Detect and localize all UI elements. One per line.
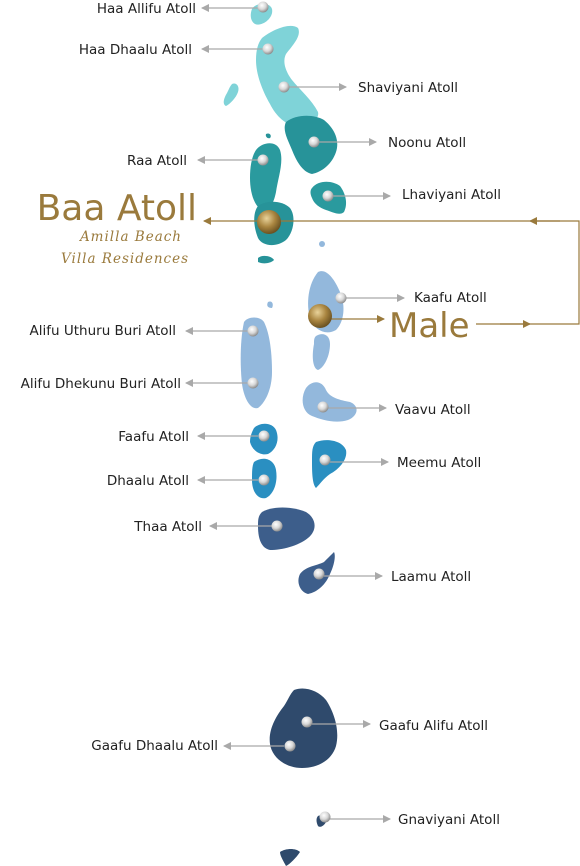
label-raa[interactable]: Raa Atoll: [127, 153, 187, 169]
label-meemu[interactable]: Meemu Atoll: [397, 455, 481, 471]
pin-male[interactable]: [308, 304, 332, 328]
pin-lhaviyani[interactable]: [322, 190, 334, 202]
islet-shape: [223, 83, 239, 106]
vaavu-shape: [302, 382, 357, 422]
pin-meemu[interactable]: [319, 454, 331, 466]
haa-dhaalu-shape: [256, 25, 319, 126]
pin-haa-dhaalu[interactable]: [262, 43, 274, 55]
label-lhaviyani[interactable]: Lhaviyani Atoll: [402, 187, 501, 203]
pin-gaafu-dhaalu[interactable]: [284, 740, 296, 752]
label-gnaviyani[interactable]: Gnaviyani Atoll: [398, 812, 500, 828]
pin-gnaviyani[interactable]: [319, 811, 331, 823]
pin-dhaalu[interactable]: [258, 474, 270, 486]
connector-arrows: [185, 4, 580, 823]
islet-shape: [319, 241, 325, 247]
label-thaa[interactable]: Thaa Atoll: [133, 519, 202, 535]
label-dhaalu[interactable]: Dhaalu Atoll: [107, 473, 189, 489]
addu-shape: [280, 849, 300, 866]
label-alifu-uthuru[interactable]: Alifu Uthuru Buri Atoll: [30, 323, 176, 339]
pin-haa-allifu[interactable]: [257, 1, 269, 13]
baa-atoll-title[interactable]: Baa Atoll: [37, 188, 197, 229]
pin-thaa[interactable]: [271, 520, 283, 532]
meemu-shape: [312, 440, 347, 488]
male-title[interactable]: Male: [389, 306, 470, 346]
highlight-labels: Baa Atoll Amilla Beach Villa Residences …: [37, 188, 470, 346]
pin-alifu-uthuru[interactable]: [247, 325, 259, 337]
label-noonu[interactable]: Noonu Atoll: [388, 135, 466, 151]
pin-gaafu-alifu[interactable]: [301, 716, 313, 728]
gaafu-shape: [269, 688, 338, 768]
pin-baa[interactable]: [257, 210, 281, 234]
pin-alifu-dhekunu[interactable]: [247, 377, 259, 389]
raa-shape: [265, 133, 271, 139]
label-gaafu-dhaalu[interactable]: Gaafu Dhaalu Atoll: [91, 738, 218, 754]
raa-shape-main: [250, 143, 282, 211]
label-haa-allifu[interactable]: Haa Allifu Atoll: [97, 1, 196, 17]
label-haa-dhaalu[interactable]: Haa Dhaalu Atoll: [79, 42, 192, 58]
label-kaafu[interactable]: Kaafu Atoll: [414, 290, 487, 306]
kaafu-shape-lower: [312, 334, 330, 370]
atoll-labels: Haa Allifu Atoll Haa Dhaalu Atoll Shaviy…: [21, 1, 501, 828]
baa-subtitle-line2: Villa Residences: [61, 251, 189, 267]
islet-shape: [258, 255, 274, 264]
label-gaafu-alifu[interactable]: Gaafu Alifu Atoll: [379, 718, 488, 734]
pin-faafu[interactable]: [258, 430, 270, 442]
pin-shaviyani[interactable]: [278, 81, 290, 93]
pin-kaafu[interactable]: [335, 292, 347, 304]
pin-raa[interactable]: [257, 154, 269, 166]
label-vaavu[interactable]: Vaavu Atoll: [395, 402, 471, 418]
label-shaviyani[interactable]: Shaviyani Atoll: [358, 80, 458, 96]
label-alifu-dhekunu[interactable]: Alifu Dhekunu Buri Atoll: [21, 376, 181, 392]
pin-laamu[interactable]: [313, 568, 325, 580]
label-laamu[interactable]: Laamu Atoll: [391, 569, 471, 585]
islet-shape: [263, 339, 269, 346]
baa-subtitle-line1: Amilla Beach: [78, 229, 182, 245]
alifu-uthuru-shape: [267, 301, 273, 308]
pin-noonu[interactable]: [308, 136, 320, 148]
pin-vaavu[interactable]: [317, 401, 329, 413]
label-faafu[interactable]: Faafu Atoll: [118, 429, 189, 445]
atoll-shapes: [223, 3, 357, 866]
location-pins: [247, 1, 347, 823]
thaa-shape: [258, 507, 315, 550]
